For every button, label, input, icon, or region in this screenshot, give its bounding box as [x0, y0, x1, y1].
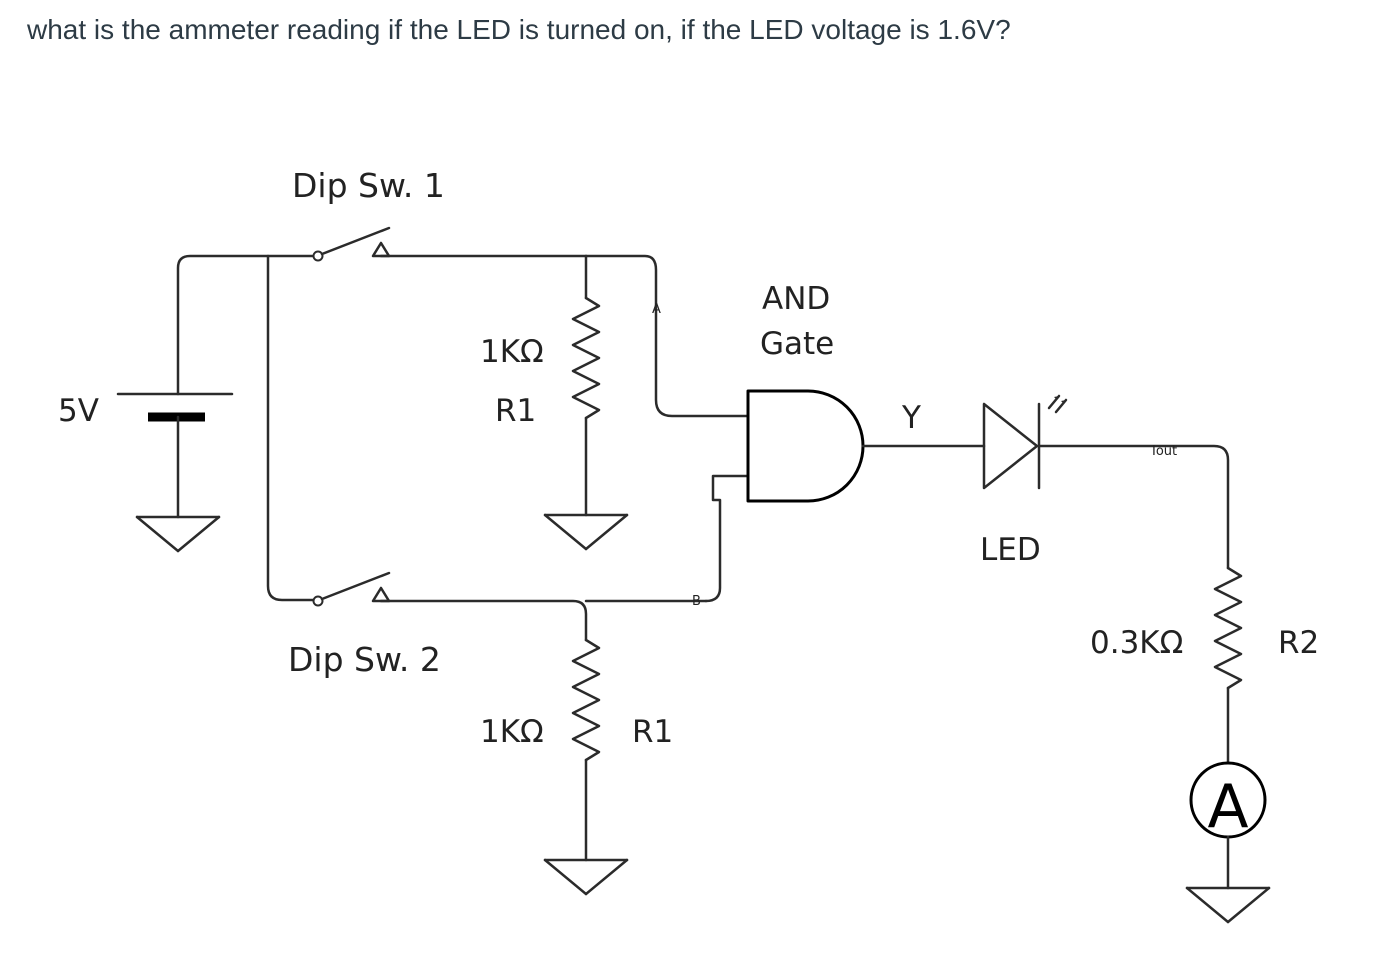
- led-label: LED: [980, 532, 1041, 568]
- gate-output-label: Y: [901, 400, 921, 436]
- and-gate-label-line2: Gate: [760, 326, 834, 362]
- r2-value: 0.3KΩ: [1090, 625, 1183, 661]
- resistor-r2: [1213, 566, 1243, 690]
- led-symbol: [982, 394, 1068, 490]
- wire-left-rail: [266, 254, 316, 602]
- r2-name: R2: [1278, 625, 1319, 661]
- resistor-r1-top: [571, 296, 601, 420]
- ground-symbol-r1-bottom: [543, 858, 629, 896]
- iout-label: Iout: [1152, 444, 1177, 459]
- input-a-marker: A: [652, 302, 661, 317]
- ammeter-label: A: [1207, 772, 1248, 842]
- r1-bottom-name: R1: [632, 714, 673, 750]
- wire-input-b: [704, 474, 750, 603]
- r1-bottom-value: 1KΩ: [480, 714, 544, 750]
- wire-iout: [1037, 444, 1230, 570]
- dip-switch-1[interactable]: [312, 226, 391, 262]
- dip-switch-2[interactable]: [312, 571, 391, 607]
- wire-battery-top: [176, 254, 316, 396]
- ground-symbol-ammeter: [1185, 886, 1271, 924]
- ammeter-symbol: A: [1189, 761, 1267, 842]
- ground-symbol-battery: [135, 515, 221, 553]
- battery-symbol: [116, 392, 234, 519]
- and-gate-symbol: [746, 389, 865, 503]
- ground-symbol-r1-top: [543, 513, 629, 551]
- r1-top-value: 1KΩ: [480, 334, 544, 370]
- r1-top-name: R1: [495, 393, 536, 429]
- input-b-marker: B: [692, 594, 701, 609]
- source-voltage-label: 5V: [58, 393, 99, 429]
- question-text: what is the ammeter reading if the LED i…: [27, 14, 1011, 45]
- svg-text:B: B: [692, 594, 701, 609]
- and-gate-label-line1: AND: [762, 281, 830, 317]
- svg-text:A: A: [652, 302, 661, 317]
- dip-switch-2-label: Dip Sw. 2: [288, 640, 441, 679]
- dip-switch-1-label: Dip Sw. 1: [292, 166, 445, 205]
- wire-switch2-right: [379, 599, 588, 642]
- wire-top-node: [584, 254, 750, 418]
- resistor-r1-bottom: [571, 638, 601, 762]
